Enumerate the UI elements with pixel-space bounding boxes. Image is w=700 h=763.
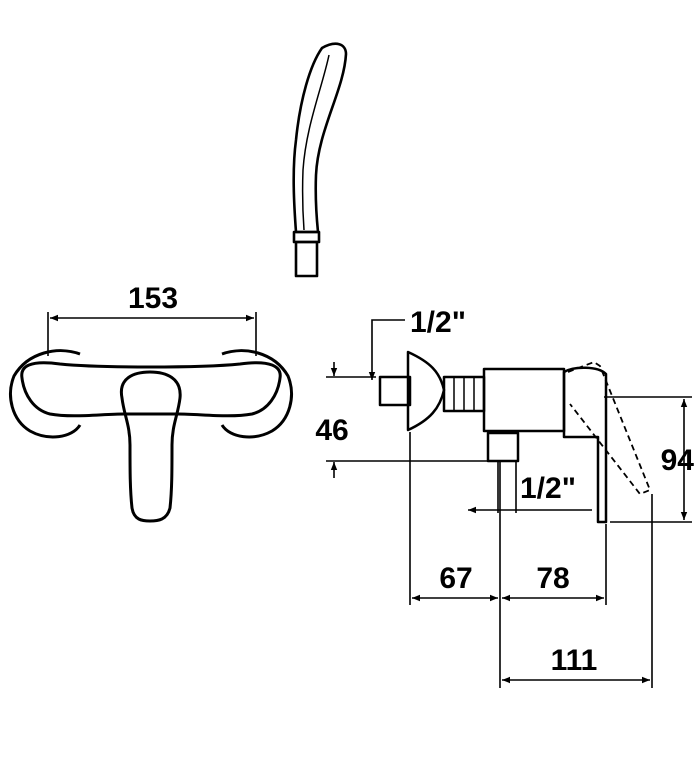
handle-open-position bbox=[567, 361, 651, 495]
mixer-lever bbox=[119, 370, 182, 523]
dimension-lines bbox=[47, 312, 692, 688]
hand-shower-hose bbox=[294, 240, 319, 278]
side-view bbox=[378, 350, 651, 524]
hand-shower bbox=[292, 42, 348, 278]
label-78: 78 bbox=[536, 562, 569, 595]
outlet-connector bbox=[486, 431, 520, 463]
mixer-body bbox=[20, 361, 282, 418]
mixer-housing bbox=[482, 367, 566, 433]
label-inlet-thread: 1/2" bbox=[410, 306, 466, 339]
inlet-pipe bbox=[378, 375, 412, 407]
hand-shower-collar bbox=[292, 230, 321, 244]
handle-side bbox=[562, 366, 608, 524]
label-94: 94 bbox=[661, 444, 695, 477]
right-wall-flange bbox=[220, 349, 293, 439]
dimension-labels: 153 1/2" 46 94 1/2" 67 78 111 bbox=[128, 282, 694, 677]
label-67: 67 bbox=[439, 562, 472, 595]
label-153: 153 bbox=[128, 282, 178, 315]
hand-shower-inner-line bbox=[301, 54, 330, 231]
hand-shower-head bbox=[292, 42, 348, 234]
wall-rosette bbox=[406, 350, 446, 432]
front-view bbox=[9, 349, 293, 523]
label-46: 46 bbox=[315, 414, 348, 447]
label-outlet-thread: 1/2" bbox=[520, 472, 576, 505]
label-111: 111 bbox=[551, 644, 598, 677]
leader-inlet-thread bbox=[368, 319, 405, 380]
